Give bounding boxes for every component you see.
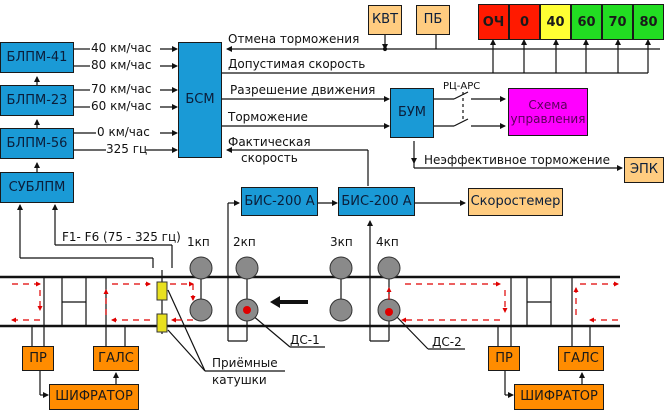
- label-axle-1: 1кп: [187, 235, 210, 249]
- control-scheme-label: Схема управления: [510, 98, 586, 126]
- signal-70: 70: [602, 4, 633, 40]
- kvt-label: КВТ: [371, 12, 399, 27]
- blpm-56-block: БЛПМ-56: [0, 128, 74, 159]
- label-rc-ars: РЦ-АРС: [443, 81, 481, 92]
- pb-block: ПБ: [416, 5, 450, 35]
- label-ds-2: ДС-2: [432, 335, 462, 349]
- epk-block: ЭПК: [624, 157, 664, 183]
- bsm-label: БСМ: [185, 92, 215, 107]
- pr-right-label: ПР: [495, 350, 513, 366]
- ds2-sensor: [385, 308, 393, 316]
- blpm-56-label: БЛПМ-56: [6, 135, 68, 151]
- label-speed-40: 40 км/час: [91, 41, 152, 55]
- label-cancel-braking: Отмена торможения: [228, 32, 360, 46]
- bum-label: БУМ: [397, 105, 427, 120]
- label-actual-speed-1: Фактическая: [228, 135, 311, 149]
- receiver-coil-top: [156, 281, 168, 301]
- signal-80: 80: [633, 4, 664, 40]
- label-receiver-coils-2: катушки: [212, 373, 267, 387]
- bis-200a-first-label: БИС-200 А: [244, 193, 315, 209]
- pb-label: ПБ: [423, 12, 443, 27]
- label-freq-325: 325 гц: [106, 142, 148, 156]
- speedometer-label: Скоростемер: [470, 194, 561, 209]
- signal-60: 60: [571, 4, 602, 40]
- sublpm-label: СУБЛПМ: [8, 179, 66, 195]
- label-ineffective-braking: Неэффективное торможение: [424, 153, 610, 167]
- speedometer-block: Скоростемер: [468, 188, 563, 216]
- wheel-2-top: [235, 256, 259, 280]
- signal-och-label: ОЧ: [482, 14, 505, 30]
- wheel-3-bottom: [329, 298, 353, 322]
- label-axle-4: 4кп: [376, 235, 399, 249]
- signal-70-label: 70: [608, 14, 627, 30]
- kvt-block: КВТ: [368, 5, 402, 35]
- epk-label: ЭПК: [629, 162, 659, 177]
- wheel-1-top: [189, 256, 213, 280]
- sublpm-block: СУБЛПМ: [0, 172, 74, 203]
- bum-block: БУМ: [390, 88, 434, 138]
- bis-200a-second-label: БИС-200 А: [341, 193, 412, 209]
- label-freq-range: F1- F6 (75 - 325 гц): [62, 230, 181, 244]
- label-braking: Торможение: [228, 110, 308, 124]
- wheel-1-bottom: [189, 298, 213, 322]
- encoder-right-block: ШИФРАТОР: [514, 384, 604, 410]
- signal-och: ОЧ: [478, 4, 509, 40]
- signal-40: 40: [540, 4, 571, 40]
- label-allowed-speed: Допустимая скорость: [228, 57, 366, 71]
- blpm-41-block: БЛПМ-41: [0, 42, 74, 73]
- ds1-sensor: [243, 306, 251, 314]
- label-speed-80: 80 км/час: [91, 58, 152, 72]
- control-scheme-block: Схема управления: [508, 88, 588, 136]
- pr-left-block: ПР: [22, 346, 54, 371]
- signal-0-label: 0: [519, 14, 530, 30]
- receiver-coil-bottom: [156, 313, 168, 333]
- signal-40-label: 40: [546, 14, 565, 30]
- signal-0: 0: [509, 4, 540, 40]
- bsm-block: БСМ: [178, 42, 222, 158]
- label-axle-2: 2кп: [233, 235, 256, 249]
- label-actual-speed-2: скорость: [241, 151, 298, 165]
- label-axle-3: 3кп: [330, 235, 353, 249]
- label-receiver-coils-1: Приёмные: [212, 356, 278, 370]
- gals-left-block: ГАЛС: [93, 346, 139, 371]
- label-ds-1: ДС-1: [290, 333, 320, 347]
- gals-left-label: ГАЛС: [98, 350, 134, 366]
- signal-80-label: 80: [639, 14, 658, 30]
- label-speed-70: 70 км/час: [91, 82, 152, 96]
- bis-200a-second-block: БИС-200 А: [338, 187, 415, 216]
- label-speed-0: 0 км/час: [97, 125, 150, 139]
- blpm-23-block: БЛПМ-23: [0, 85, 74, 116]
- gals-right-label: ГАЛС: [563, 350, 599, 366]
- signal-60-label: 60: [577, 14, 596, 30]
- label-movement-permit: Разрешение движения: [230, 83, 376, 97]
- label-speed-60: 60 км/час: [91, 99, 152, 113]
- blpm-23-label: БЛПМ-23: [6, 92, 68, 108]
- wheel-3-top: [329, 256, 353, 280]
- pr-right-block: ПР: [488, 346, 520, 371]
- encoder-left-label: ШИФРАТОР: [55, 389, 133, 404]
- pr-left-label: ПР: [29, 350, 47, 366]
- wheel-4-top: [377, 256, 401, 280]
- encoder-left-block: ШИФРАТОР: [49, 384, 139, 410]
- encoder-right-label: ШИФРАТОР: [520, 389, 598, 404]
- bis-200a-first-block: БИС-200 А: [241, 187, 318, 216]
- blpm-41-label: БЛПМ-41: [6, 49, 68, 65]
- gals-right-block: ГАЛС: [558, 346, 604, 371]
